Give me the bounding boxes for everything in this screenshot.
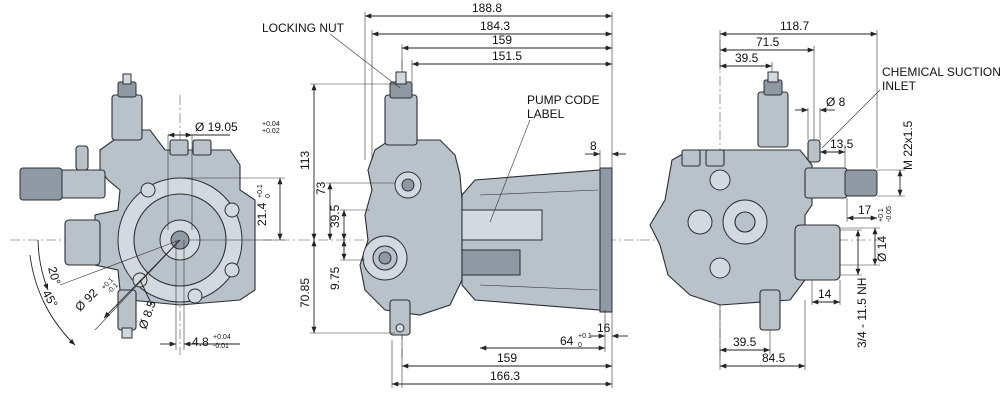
svg-text:84.5: 84.5 [762, 351, 786, 365]
svg-text:184.3: 184.3 [480, 19, 510, 33]
svg-text:Ø 14: Ø 14 [875, 236, 889, 262]
left-view-bolt-hole-2 [224, 202, 240, 218]
left-view: Ø 19.05 +0.04 +0.02 21.4 +0.1 0 20° 45° … [10, 73, 300, 355]
left-view-inlet-block [64, 219, 101, 266]
pump-code-callout-line1: PUMP CODE [527, 93, 599, 107]
left-view-shaft-dia-label: Ø 19.05 [195, 120, 238, 134]
left-view-bolt-circle-label: Ø 92 [72, 286, 101, 315]
right-view-unloader-column [757, 91, 789, 148]
svg-text:113: 113 [298, 151, 312, 170]
left-view-key-width-label: 4.8 [192, 335, 209, 349]
chemical-suction-callout-line2: INLET [882, 79, 917, 93]
svg-text:9.75: 9.75 [328, 266, 342, 290]
left-view-unloader-column [111, 94, 143, 141]
left-view-angle-20-arc [37, 239, 49, 291]
right-view-unloader-tip [767, 71, 779, 83]
svg-text:16: 16 [597, 321, 611, 335]
front-view-flange [599, 167, 613, 313]
left-view-angle-45-arc [29, 254, 76, 346]
svg-text:+0.04: +0.04 [213, 334, 231, 341]
svg-text:+0.1: +0.1 [878, 208, 885, 222]
svg-text:8: 8 [590, 139, 597, 153]
right-view-drain [759, 289, 781, 331]
front-view-manifold [359, 139, 463, 316]
svg-text:118.7: 118.7 [780, 19, 809, 33]
svg-text:70.85: 70.85 [298, 278, 312, 308]
left-view-bolt-hole-3 [224, 262, 240, 278]
left-view-outlet-fitting [59, 169, 106, 199]
svg-text:39.5: 39.5 [328, 204, 342, 228]
svg-text:0: 0 [265, 194, 272, 198]
left-view-nipple [75, 145, 89, 171]
svg-text:151.5: 151.5 [492, 49, 522, 63]
left-view-hole-dia-label: Ø 8.5 [136, 298, 159, 331]
left-view-key-height-label: 21.4 [255, 202, 269, 226]
left-view-outlet-hex [19, 167, 63, 201]
right-view-outlet-thread [844, 169, 878, 197]
front-view-unloader-tip [395, 71, 407, 85]
left-view-angle-45-label: 45° [39, 288, 60, 311]
svg-text:159: 159 [497, 351, 517, 365]
svg-text:71.5: 71.5 [756, 35, 780, 49]
left-view-rib-2 [192, 139, 212, 156]
svg-text:188.8: 188.8 [472, 1, 502, 15]
front-view-drain [389, 299, 411, 336]
svg-text:+0.04: +0.04 [262, 121, 280, 128]
left-view-drain-tip [121, 327, 133, 339]
svg-text:-0.01: -0.01 [213, 343, 229, 350]
left-view-bolt-hole-5 [187, 288, 203, 304]
chemical-suction-callout-line1: CHEMICAL SUCTION [882, 65, 1000, 79]
front-view-unloader-body [384, 94, 418, 146]
right-view: 118.7 71.5 39.5 Ø 8 CHEMICAL SUCTION INL… [640, 19, 1000, 370]
left-view-rib-1 [169, 139, 189, 156]
svg-text:+0.1: +0.1 [578, 333, 592, 340]
svg-text:0: 0 [578, 342, 582, 349]
left-view-unloader-tip [122, 73, 132, 85]
svg-text:17: 17 [858, 203, 872, 217]
svg-text:13.5: 13.5 [830, 137, 854, 151]
svg-text:3/4 - 11.5 NH: 3/4 - 11.5 NH [855, 278, 869, 348]
front-view-code-label-area [461, 209, 543, 241]
locking-nut-callout: LOCKING NUT [262, 21, 345, 35]
svg-text:166.3: 166.3 [490, 369, 520, 383]
svg-text:64: 64 [560, 334, 574, 348]
svg-text:M 22x1.5: M 22x1.5 [901, 120, 915, 170]
right-view-inlet-fitting [794, 224, 841, 281]
svg-text:Ø 8: Ø 8 [826, 95, 846, 109]
pump-code-callout-line2: LABEL [527, 107, 565, 121]
svg-text:14: 14 [818, 287, 832, 301]
svg-text:73: 73 [314, 181, 328, 195]
svg-text:39.5: 39.5 [733, 335, 757, 349]
svg-text:+0.1: +0.1 [257, 184, 264, 198]
svg-text:+0.02: +0.02 [262, 128, 280, 135]
right-view-chemical-nipple [807, 139, 821, 163]
svg-text:159: 159 [492, 33, 512, 47]
svg-text:-0.05: -0.05 [886, 206, 893, 222]
left-view-angle-20-label: 20° [45, 265, 63, 286]
front-view: 188.8 184.3 159 151.5 LOCKING NUT PUMP C… [262, 1, 640, 388]
svg-text:39.5: 39.5 [735, 51, 759, 65]
right-view-outlet-fitting [804, 167, 848, 199]
left-view-bolt-hole-1 [140, 182, 156, 198]
